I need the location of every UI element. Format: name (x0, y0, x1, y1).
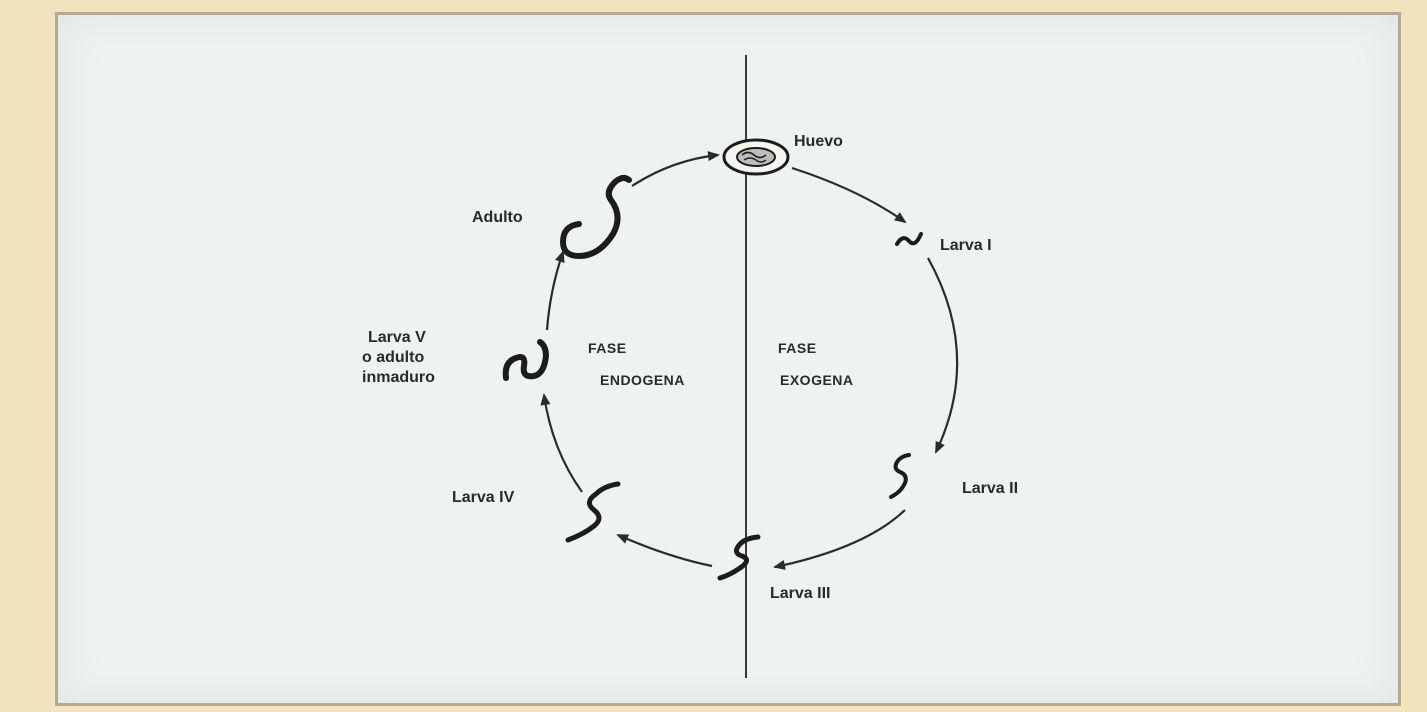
larva3-label: Larva III (770, 585, 830, 602)
larva4-worm-icon (568, 484, 618, 540)
larva2-worm-icon (891, 455, 909, 497)
larva5-label-line1: Larva V (368, 329, 426, 346)
larva4-label: Larva IV (452, 489, 515, 506)
endogenous-phase-label-line2: ENDOGENA (600, 372, 685, 388)
adult-worm-icon (563, 178, 629, 256)
larva1-label: Larva I (940, 237, 992, 254)
larva5-worm-icon (506, 342, 546, 378)
arrow-larva2-to-larva3 (775, 510, 905, 567)
adult-label: Adulto (472, 209, 523, 226)
larva1-worm-icon (897, 234, 921, 244)
larva5-label-line3: inmaduro (362, 369, 435, 386)
arrow-larva3-to-larva4 (618, 535, 712, 566)
larva5-label-line2: o adulto (362, 349, 424, 366)
arrow-egg-to-larva1 (792, 168, 905, 222)
exogenous-phase-label-line2: EXOGENA (780, 372, 854, 388)
arrow-adult-to-egg (632, 155, 718, 186)
larva2-label: Larva II (962, 480, 1018, 497)
larva3-worm-icon (720, 537, 758, 578)
arrow-larva1-to-larva2 (928, 258, 957, 452)
egg-label: Huevo (794, 133, 843, 150)
exogenous-phase-label-line1: FASE (778, 340, 817, 356)
egg-icon (724, 140, 788, 174)
arrow-larva5-to-adult (547, 252, 563, 330)
arrow-larva4-to-larva5 (544, 395, 582, 492)
endogenous-phase-label-line1: FASE (588, 340, 627, 356)
